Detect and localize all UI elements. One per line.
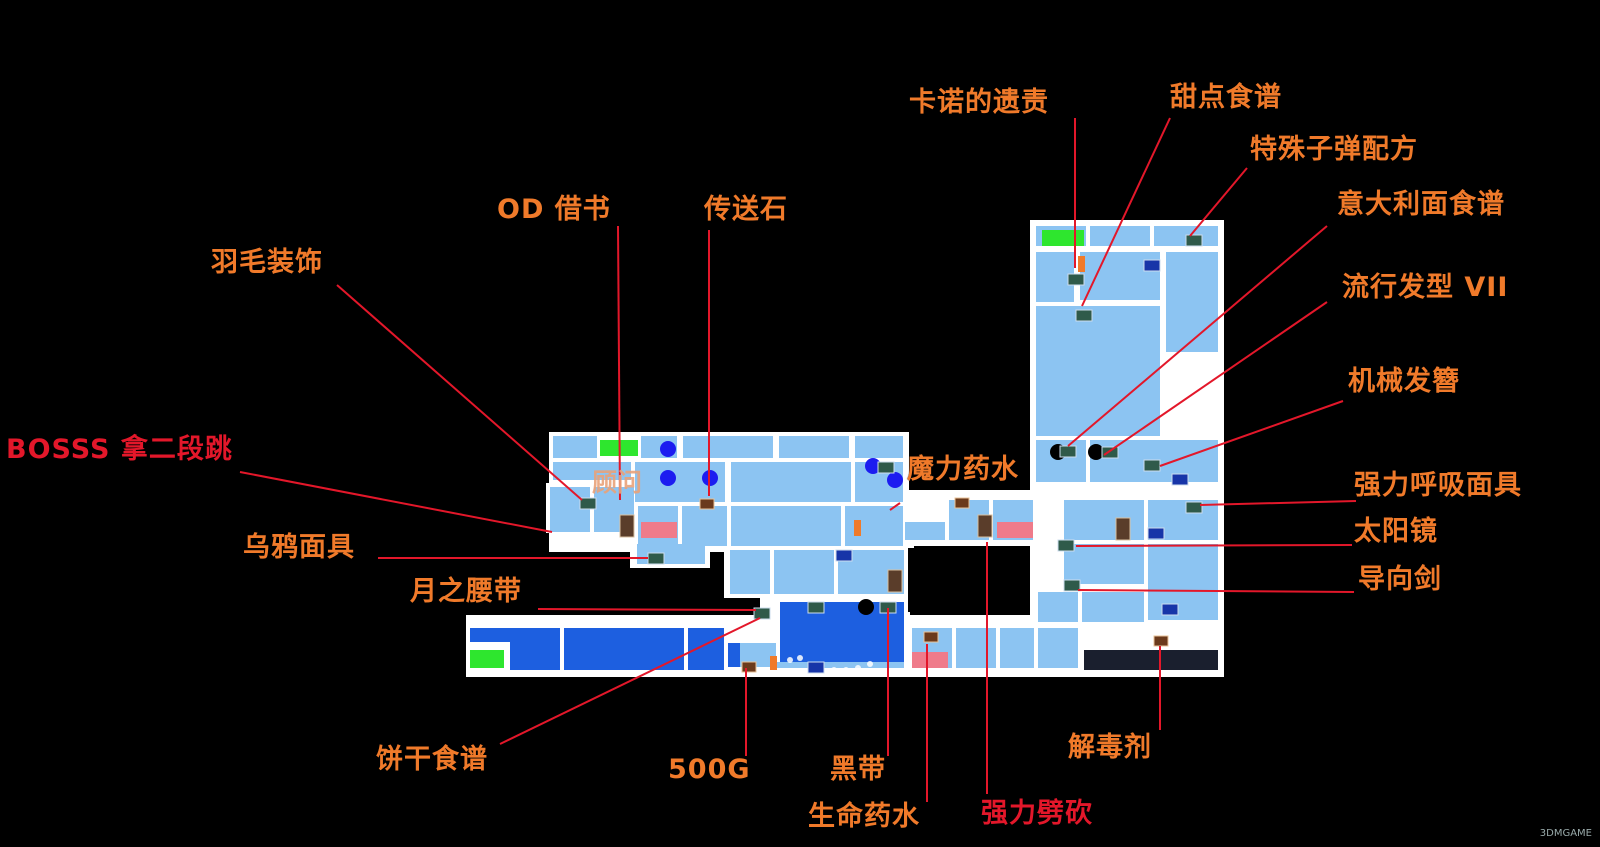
chest-icons <box>579 234 1203 674</box>
label-heidai: 黑带 <box>830 754 886 785</box>
label-daoxiangjian: 导向剑 <box>1358 564 1442 595</box>
label-500g: 500G <box>668 754 751 785</box>
label-od-jieshu: OD 借书 <box>497 194 611 225</box>
label-teshu: 特殊子弹配方 <box>1250 134 1418 165</box>
watermark: 3DMGAME <box>1539 828 1592 839</box>
npc-label-guwen: 顾问 <box>592 468 643 497</box>
callout-lines <box>239 117 1357 802</box>
void-area <box>908 548 1030 612</box>
red-doors <box>641 522 1033 668</box>
cabinet-icons <box>619 514 1131 593</box>
label-tiandian: 甜点食谱 <box>1170 82 1282 113</box>
label-qiangli-pikan: 强力劈砍 <box>981 798 1093 829</box>
label-chuansongshi: 传送石 <box>704 194 788 225</box>
label-shengming: 生命药水 <box>808 801 920 832</box>
orange-markers <box>770 256 1085 670</box>
label-taiyangjing: 太阳镜 <box>1354 516 1438 547</box>
label-yumao: 羽毛装饰 <box>211 247 323 278</box>
label-boss: BOSSS 拿二段跳 <box>6 434 233 465</box>
label-yidali: 意大利面食谱 <box>1337 189 1505 220</box>
label-wuya: 乌鸦面具 <box>243 532 355 563</box>
label-kanuo: 卡诺的遗责 <box>909 87 1049 118</box>
label-liuxing: 流行发型 VII <box>1342 272 1509 303</box>
label-jieduji: 解毒剂 <box>1068 732 1152 763</box>
teleport-dots <box>660 441 903 488</box>
label-yuezhi: 月之腰带 <box>410 576 522 607</box>
label-qiangli-huxi: 强力呼吸面具 <box>1354 470 1522 501</box>
label-binggan: 饼干食谱 <box>376 744 488 775</box>
label-moli: 魔力药水 <box>907 454 1019 485</box>
glow-trail <box>787 655 873 673</box>
label-jixie: 机械发簪 <box>1348 366 1460 397</box>
locked-area <box>1084 650 1218 670</box>
